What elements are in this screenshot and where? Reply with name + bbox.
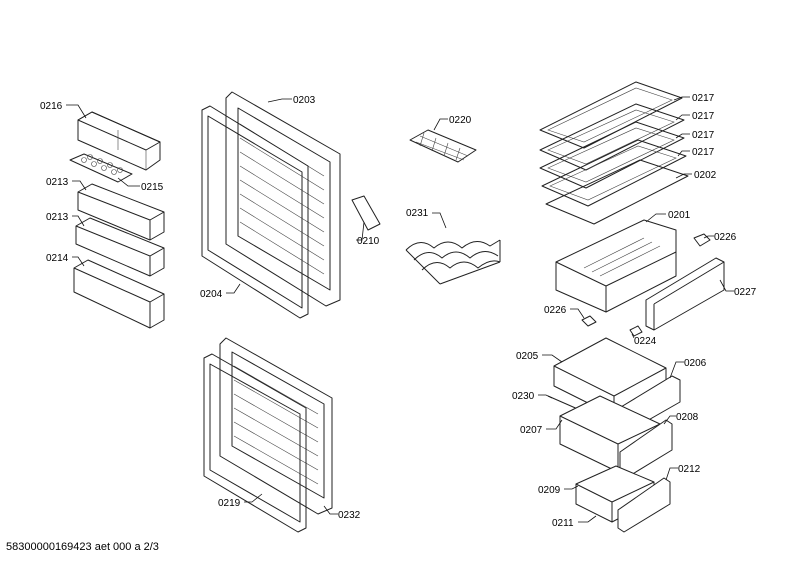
callout-0215: 0215 [141,182,164,193]
callout-0204: 0204 [200,289,223,300]
part-0226-hinge-left[interactable] [581,315,597,327]
callout-0217-1: 0217 [692,93,715,104]
callout-0219: 0219 [218,498,241,509]
part-0210-label-plate[interactable] [351,195,381,231]
callout-0217-4: 0217 [692,147,715,158]
document-code: 58300000169423 aet 000 a 2/3 [6,541,159,553]
callout-labels: 0216 0215 0213 0213 0214 0203 0204 0210 … [40,93,757,529]
callout-0213-middle: 0213 [46,212,69,223]
part-0216-butter-compartment[interactable] [77,111,161,171]
callout-0211: 0211 [552,518,574,529]
callout-0207: 0207 [520,425,543,436]
part-0201-crisper-drawer[interactable] [555,219,677,313]
part-0202-glass-plate[interactable] [545,159,689,225]
part-0217-glass-shelf-3[interactable] [539,121,685,189]
callout-0214: 0214 [46,253,69,264]
callout-0212: 0212 [678,464,701,475]
callout-0201: 0201 [668,210,691,221]
part-0227-drawer-front[interactable] [645,257,725,331]
part-0212-drawer-front-lower[interactable] [617,477,671,533]
part-0224-clip[interactable] [629,325,643,337]
callout-0231: 0231 [406,208,429,219]
callout-0203: 0203 [293,95,316,106]
callout-0206: 0206 [684,358,707,369]
callout-0217-3: 0217 [692,130,715,141]
callout-0202: 0202 [694,170,717,181]
part-0215-egg-tray[interactable] [69,153,133,183]
part-0213-door-shelf-upper[interactable] [77,183,165,241]
part-0217-glass-shelf-4[interactable] [541,139,687,207]
callout-0227: 0227 [734,287,757,298]
part-0214-door-shelf-bottle[interactable] [73,259,165,329]
part-0203-upper-door-panel[interactable] [225,91,341,307]
part-0204-upper-door-gasket[interactable] [201,105,309,319]
callout-0208: 0208 [676,412,699,423]
callout-0232: 0232 [338,510,361,521]
leader-lines [66,96,734,523]
callout-0226-right: 0226 [714,232,737,243]
part-0219-lower-door-gasket[interactable] [203,353,307,533]
part-0220-ice-cube-tray[interactable] [409,129,477,163]
callout-0217-2: 0217 [692,111,715,122]
callout-0224: 0224 [634,336,657,347]
callout-0209: 0209 [538,485,561,496]
part-0231-bottle-rack[interactable] [405,239,501,285]
callout-0216: 0216 [40,101,63,112]
callout-0205: 0205 [516,351,539,362]
part-0232-lower-door-panel[interactable] [219,337,333,515]
part-0217-glass-shelf-2[interactable] [539,103,685,171]
callout-0230: 0230 [512,391,535,402]
part-0213-door-shelf-middle[interactable] [75,217,165,277]
callout-0226-left: 0226 [544,305,567,316]
callout-0210: 0210 [357,236,380,247]
part-0217-glass-shelf-1[interactable] [539,81,683,149]
callout-0213-upper: 0213 [46,177,69,188]
callout-0220: 0220 [449,115,472,126]
